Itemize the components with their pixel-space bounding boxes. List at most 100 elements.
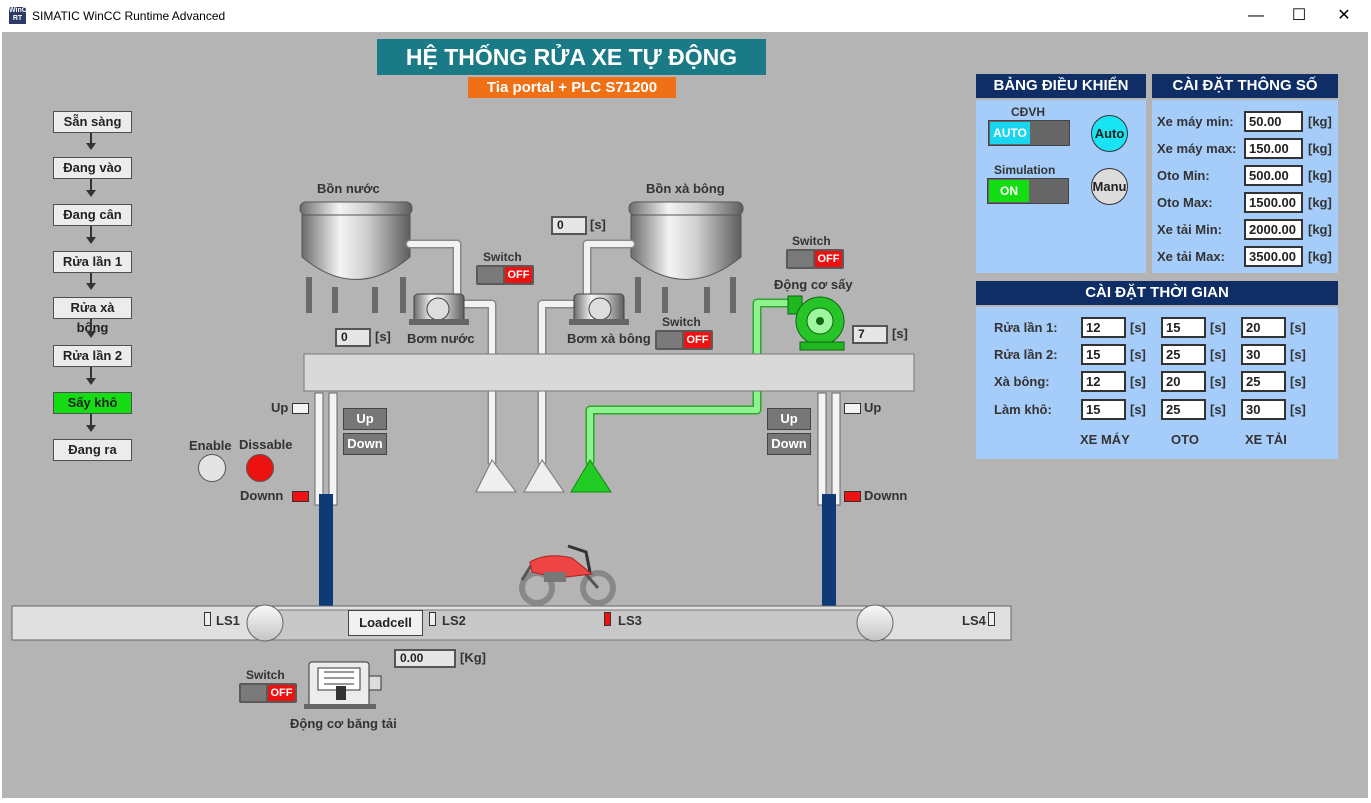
param-label: Oto Min: [1157,168,1210,183]
control-panel-title: BẢNG ĐIỀU KHIỂN [976,74,1146,98]
timing-input-motorbike[interactable]: 12 [1081,371,1126,392]
dryer-switch-label: Switch [792,234,831,248]
timing-unit: [s] [1290,347,1306,362]
param-unit: [kg] [1308,114,1332,129]
step-arrow-head [86,378,96,385]
timing-label: Rửa lần 2: [994,347,1058,362]
timing-label: Rửa lần 1: [994,320,1058,335]
ls1-label: LS1 [216,613,240,628]
param-input[interactable]: 3500.00 [1244,246,1303,267]
step-arrow [90,319,92,330]
ls4-indicator [988,612,995,626]
timing-input-truck[interactable]: 30 [1241,344,1286,365]
timing-input-truck[interactable]: 20 [1241,317,1286,338]
dryer-nozzle-icon [570,459,612,493]
param-unit: [kg] [1308,249,1332,264]
right-up-button[interactable]: Up [767,408,811,430]
param-input[interactable]: 50.00 [1244,111,1303,132]
timing-input-truck[interactable]: 25 [1241,371,1286,392]
dryer-timer-display: 7 [852,325,888,344]
ls4-label: LS4 [962,613,986,628]
ls1-indicator [204,612,211,626]
window-title: SIMATIC WinCC Runtime Advanced [32,9,226,23]
param-input[interactable]: 2000.00 [1244,219,1303,240]
water-pump-switch[interactable]: OFF [476,265,534,285]
timing-input-car[interactable]: 25 [1161,399,1206,420]
param-label: Xe máy max: [1157,141,1237,156]
water-pump-label: Bơm nước [407,331,475,346]
mode-toggle[interactable]: AUTO [988,120,1070,146]
timing-label: Làm khô: [994,402,1052,417]
soap-pump-switch[interactable]: OFF [655,330,713,350]
step-arrow [90,133,92,144]
conveyor-motor-icon [304,661,382,709]
simulation-toggle[interactable]: ON [987,178,1069,204]
water-timer-display: 0 [335,328,371,347]
maximize-button[interactable]: ☐ [1291,7,1307,24]
right-down-button[interactable]: Down [767,433,811,455]
conveyor-switch[interactable]: OFF [239,683,297,703]
timing-input-truck[interactable]: 30 [1241,399,1286,420]
minimize-button[interactable]: — [1248,7,1264,24]
close-button[interactable]: ✕ [1337,7,1351,24]
timing-unit: [s] [1210,374,1226,389]
disable-indicator [246,454,274,482]
simulation-label: Simulation [994,163,1056,177]
right-down-label: Downn [864,488,908,503]
conveyor-switch-label: Switch [246,668,285,682]
left-up-button[interactable]: Up [343,408,387,430]
param-input[interactable]: 500.00 [1244,165,1303,186]
param-input[interactable]: 1500.00 [1244,192,1303,213]
timing-unit: [s] [1130,374,1146,389]
params-panel-title: CÀI ĐẶT THÔNG SỐ [1152,74,1338,98]
param-label: Xe tải Min: [1157,222,1223,237]
dryer-timer-unit: [s] [892,326,908,341]
wincc-app-icon: WinCC RT [9,7,32,24]
hmi-screen: HỆ THỐNG RỬA XE TỰ ĐỘNG Tia portal + PLC… [2,32,1368,798]
water-timer-unit: [s] [375,329,391,344]
step-arrow [90,367,92,378]
left-down-button[interactable]: Down [343,433,387,455]
step-entering: Đang vào [53,157,132,179]
conveyor-motor-label: Động cơ băng tải [290,716,397,731]
dryer-blower-icon [787,295,845,351]
ls3-label: LS3 [618,613,642,628]
enable-label: Enable [189,438,232,453]
disable-label: Dissable [239,437,293,452]
timing-input-car[interactable]: 20 [1161,371,1206,392]
dryer-switch[interactable]: OFF [786,249,844,269]
param-unit: [kg] [1308,168,1332,183]
timing-input-car[interactable]: 15 [1161,317,1206,338]
param-unit: [kg] [1308,222,1332,237]
left-down-indicator [292,491,309,502]
left-up-label: Up [271,400,289,415]
soap-timer-unit: [s] [590,217,606,232]
timing-input-motorbike[interactable]: 15 [1081,344,1126,365]
manu-button[interactable]: Manu [1091,168,1128,205]
step-exiting: Đang ra [53,439,132,461]
param-input[interactable]: 150.00 [1244,138,1303,159]
timing-input-car[interactable]: 25 [1161,344,1206,365]
water-nozzle-icon [475,459,517,493]
timing-unit: [s] [1210,320,1226,335]
timing-unit: [s] [1130,402,1146,417]
auto-button[interactable]: Auto [1091,115,1128,152]
right-up-indicator [844,403,861,414]
timing-input-motorbike[interactable]: 15 [1081,399,1126,420]
simulation-value: ON [989,180,1029,202]
switch-state: OFF [684,332,711,348]
step-arrow-head [86,331,96,338]
column-label-motorbike: XE MÁY [1080,432,1130,447]
timing-unit: [s] [1130,320,1146,335]
water-tank-label: Bồn nước [317,181,380,196]
window-titlebar: WinCC RT SIMATIC WinCC Runtime Advanced … [0,0,1371,32]
timing-unit: [s] [1290,402,1306,417]
switch-state: OFF [505,267,532,283]
step-wash-1: Rửa lần 1 [53,251,132,273]
step-arrow-head [86,425,96,432]
ls3-indicator [604,612,611,626]
timing-label: Xà bông: [994,374,1050,389]
timing-input-motorbike[interactable]: 12 [1081,317,1126,338]
loadcell-value: 0.00 [394,649,456,668]
param-label: Oto Max: [1157,195,1213,210]
